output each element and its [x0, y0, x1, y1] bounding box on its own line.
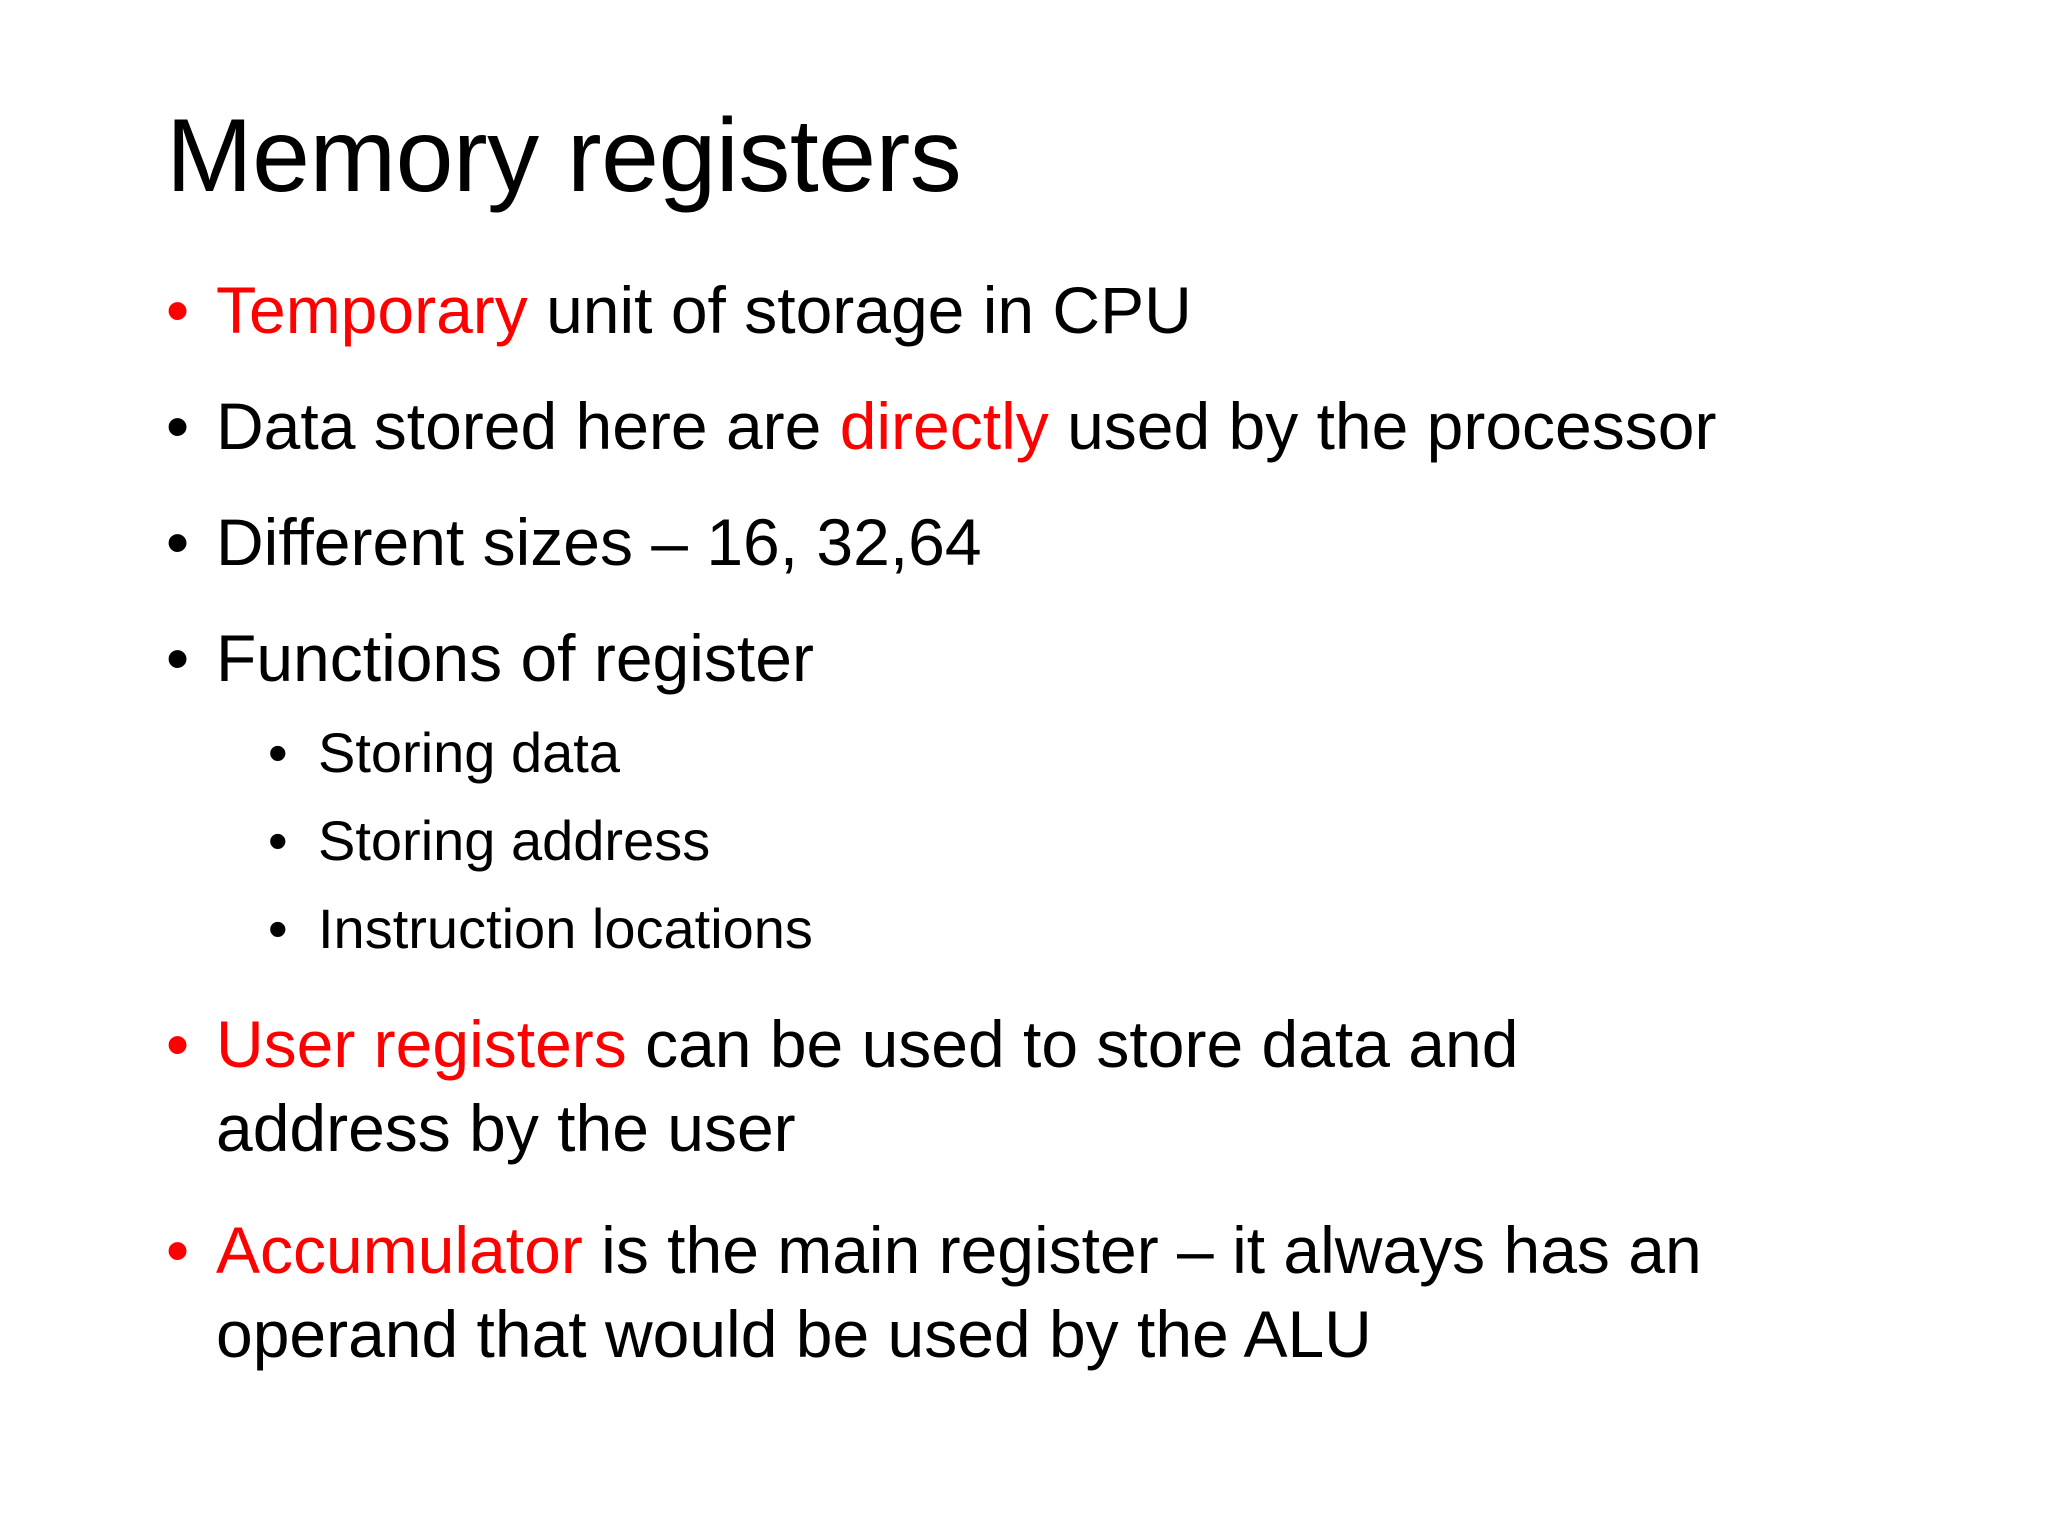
subitem-text: Storing address: [318, 809, 711, 872]
slide-title: Memory registers: [166, 98, 962, 214]
bullet-text-post: can be used to store data and address by…: [216, 1007, 1519, 1165]
bullet-text-post: used by the processor: [1048, 389, 1717, 463]
bullet-text: Functions of register: [216, 616, 1926, 700]
bullet-dot-icon: •: [166, 389, 190, 463]
bullet-text: Accumulator is the main register – it al…: [216, 1208, 1926, 1376]
bullet-dot-icon: •: [268, 809, 288, 872]
bullet-item-accumulator: • Accumulator is the main register – it …: [166, 1208, 1926, 1376]
bullet-dot-icon: •: [268, 721, 288, 784]
bullet-dot-icon: •: [166, 505, 190, 579]
subitem-text: Instruction locations: [318, 897, 813, 960]
bullet-text-pre: Functions of register: [216, 621, 814, 695]
bullet-highlight: Temporary: [216, 273, 528, 347]
subitem-storing-address: • Storing address: [268, 806, 1868, 876]
bullet-item-directly: • Data stored here are directly used by …: [166, 384, 1926, 468]
bullet-text-pre: Data stored here are: [216, 389, 840, 463]
bullet-dot-icon: •: [166, 621, 190, 695]
bullet-highlight: Accumulator: [216, 1213, 583, 1287]
bullet-dot-icon: •: [268, 897, 288, 960]
bullet-text: Temporary unit of storage in CPU: [216, 268, 1926, 352]
bullet-text-pre: Different sizes – 16, 32,64: [216, 505, 982, 579]
bullet-dot-icon: •: [166, 1213, 190, 1287]
bullet-item-temporary: • Temporary unit of storage in CPU: [166, 268, 1926, 352]
bullet-dot-icon: •: [166, 273, 190, 347]
bullet-highlight: User registers: [216, 1007, 627, 1081]
bullet-item-user-registers: • User registers can be used to store da…: [166, 1002, 1726, 1170]
subitem-instruction-locations: • Instruction locations: [268, 894, 1868, 964]
bullet-dot-icon: •: [166, 1007, 190, 1081]
bullet-text: User registers can be used to store data…: [216, 1002, 1726, 1170]
bullet-text-post: unit of storage in CPU: [527, 273, 1192, 347]
bullet-item-sizes: • Different sizes – 16, 32,64: [166, 500, 1926, 584]
subitem-text: Storing data: [318, 721, 620, 784]
bullet-text-post: is the main register – it always has an …: [216, 1213, 1702, 1371]
bullet-item-functions: • Functions of register: [166, 616, 1926, 700]
bullet-highlight: directly: [839, 389, 1049, 463]
bullet-text: Different sizes – 16, 32,64: [216, 500, 1926, 584]
subitem-storing-data: • Storing data: [268, 718, 1868, 788]
bullet-text: Data stored here are directly used by th…: [216, 384, 1926, 468]
